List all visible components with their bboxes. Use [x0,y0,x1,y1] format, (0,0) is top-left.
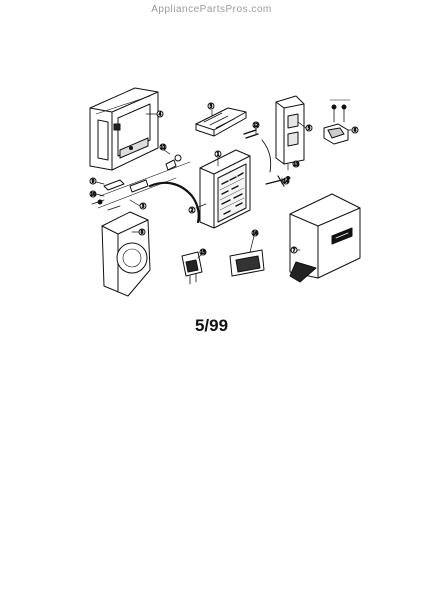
callout: 5 [207,102,215,117]
callout-label: 3 [142,204,145,209]
site-header: AppliancePartsPros.com [151,4,272,15]
callout-label: 5 [308,126,311,131]
callout-label: 7 [293,248,296,253]
front-housing-part [89,87,159,171]
callout-label: 6 [354,128,357,133]
callout-label: 2 [191,208,194,213]
callout: 12 [252,121,260,135]
callout-label: 8 [141,230,144,235]
callout-label: 11 [160,145,166,150]
blower-housing-part [101,211,151,297]
callout: 5 [297,121,313,132]
callout: 7 [290,246,301,254]
callout: 11 [159,143,171,155]
access-plate-part [229,249,265,277]
callout: 16 [249,229,259,253]
callout-label: 13 [293,162,299,167]
callout: 3 [129,199,147,210]
callout: 4 [145,110,164,118]
callout-label: 14 [283,179,289,184]
callout-label: 4 [159,112,162,117]
callout-label: 1 [217,152,220,157]
control-module-part [181,251,203,285]
cabinet-cover-part [289,193,361,283]
bracket-assembly-part [323,99,351,145]
callout: 15 [197,248,207,259]
callout-label: 9 [92,179,95,184]
callout: 14 [281,177,290,185]
side-panel-part [275,95,305,165]
callout: 6 [347,126,359,134]
callout-label: 12 [253,123,259,128]
callout: 2 [188,203,207,214]
top-rail-part [195,107,247,137]
date-code: 5/99 [194,316,229,335]
callout: 8 [131,228,146,236]
callout: 1 [214,150,222,167]
tubing-assembly-part [91,154,200,224]
callout-label: 16 [252,231,258,236]
callout-label: 5 [210,104,213,109]
callout-label: 15 [200,250,206,255]
callout: 10 [89,190,105,198]
callout: 13 [287,160,300,171]
filter-grille-part [199,149,251,229]
callout: 9 [89,177,105,185]
callout-label: 10 [90,192,96,197]
